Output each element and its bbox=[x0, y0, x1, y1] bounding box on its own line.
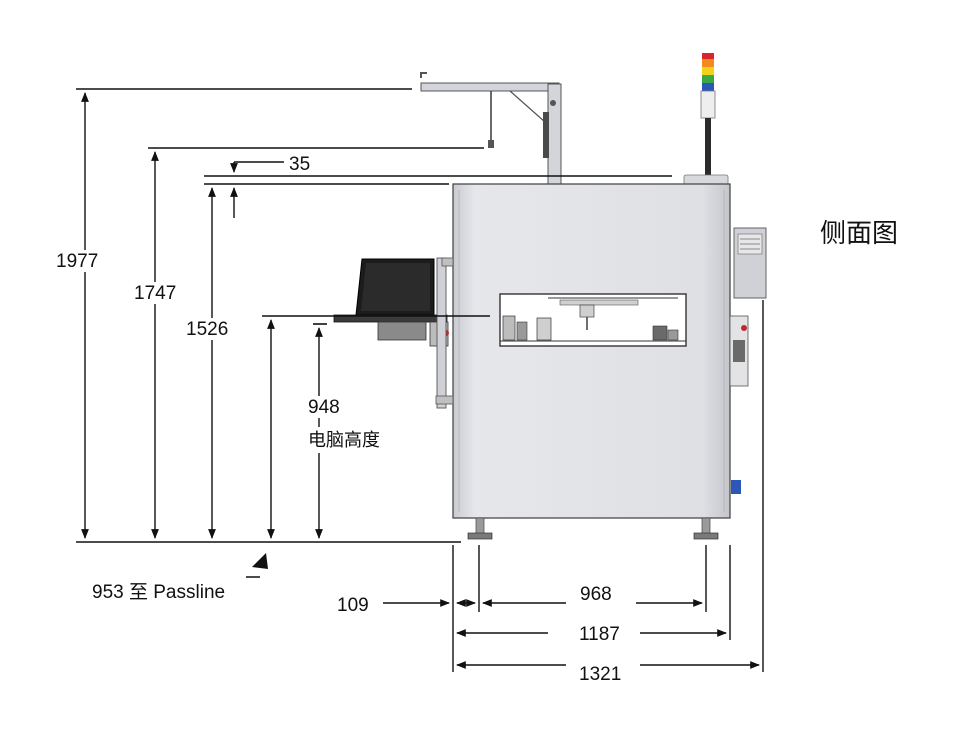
label-computer-height: 948 bbox=[308, 397, 340, 418]
laptop-arm bbox=[435, 257, 454, 409]
label-computer-height-text: 电脑高度 bbox=[308, 430, 380, 450]
light-red bbox=[702, 53, 714, 59]
machine-feet bbox=[467, 517, 719, 540]
dimension-labels: 1977 1747 1526 35 948 电脑高度 953 至 Passlin… bbox=[54, 154, 898, 685]
label-body-height: 1526 bbox=[186, 319, 228, 340]
view-title: 侧面图 bbox=[820, 218, 898, 248]
electrical-cabinet-icon bbox=[729, 227, 767, 494]
label-foot-offset: 109 bbox=[337, 595, 369, 616]
laptop-icon bbox=[333, 258, 449, 347]
label-passline: 953 至 Passline bbox=[92, 582, 225, 603]
label-foot-span: 968 bbox=[580, 584, 612, 605]
machine bbox=[333, 53, 767, 540]
label-body-depth: 1187 bbox=[579, 624, 620, 645]
label-height-1747: 1747 bbox=[134, 283, 176, 304]
label-top-offset: 35 bbox=[289, 154, 310, 175]
machine-body bbox=[452, 183, 731, 519]
overhead-arm bbox=[420, 72, 562, 186]
label-overall-height: 1977 bbox=[56, 251, 98, 272]
dimension-lines bbox=[76, 88, 764, 672]
label-overall-depth: 1321 bbox=[579, 664, 621, 685]
inspection-window bbox=[499, 293, 687, 347]
signal-tower-icon bbox=[683, 53, 729, 186]
